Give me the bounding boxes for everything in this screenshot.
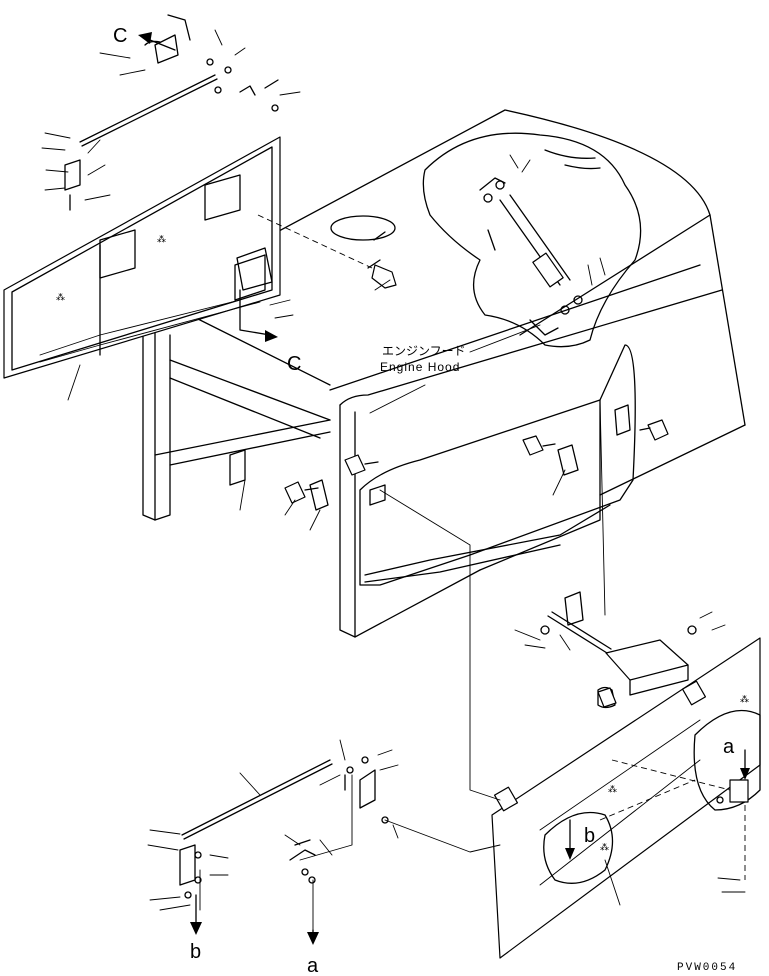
svg-text:⁂: ⁂ xyxy=(608,784,617,794)
arrow-a-label: a xyxy=(307,955,319,976)
bolt-right-far xyxy=(639,419,669,441)
right-side-door: ⁂ ⁂ ⁂ xyxy=(491,637,761,959)
view-c-label-mid: C xyxy=(287,353,301,375)
arrow-detail-a xyxy=(740,749,750,780)
bolt-center-lower xyxy=(344,454,379,476)
drawing-code: PVW0054 xyxy=(677,962,737,974)
svg-text:⁂: ⁂ xyxy=(600,842,609,852)
view-c-arrow-top xyxy=(138,32,176,51)
arrow-to-b xyxy=(190,894,202,935)
svg-text:⁂: ⁂ xyxy=(56,292,65,302)
detail-b-callout-label: b xyxy=(584,825,595,847)
arrow-b-label: b xyxy=(190,941,201,963)
bolt-left-lower xyxy=(284,481,319,504)
bolt-center xyxy=(367,259,397,289)
hinge-pin-assembly-right xyxy=(540,591,697,709)
detail-a-callout-label: a xyxy=(723,736,735,758)
bolts xyxy=(284,259,669,708)
view-c-arrow-mid xyxy=(239,289,278,342)
left-side-door: ⁂ ⁂ xyxy=(3,136,281,379)
callout-ticks xyxy=(41,29,746,911)
brackets xyxy=(229,247,631,511)
latch-rod-bottom xyxy=(179,756,389,899)
gas-spring-detail xyxy=(422,132,642,348)
latch-rod-top xyxy=(79,14,279,147)
engine-hood-body xyxy=(142,109,746,638)
arrow-to-a xyxy=(307,929,319,945)
view-c-label-top: C xyxy=(113,25,127,47)
svg-text:⁂: ⁂ xyxy=(740,694,749,704)
bolt-right-upper xyxy=(522,435,556,456)
part-name-japanese: エンジンフード xyxy=(382,344,466,358)
svg-text:⁂: ⁂ xyxy=(157,234,166,244)
bolt-right-hinge xyxy=(597,687,617,708)
arrow-detail-b xyxy=(565,819,575,860)
leader-lines xyxy=(67,214,746,936)
part-name-english: Engine Hood xyxy=(380,360,460,374)
